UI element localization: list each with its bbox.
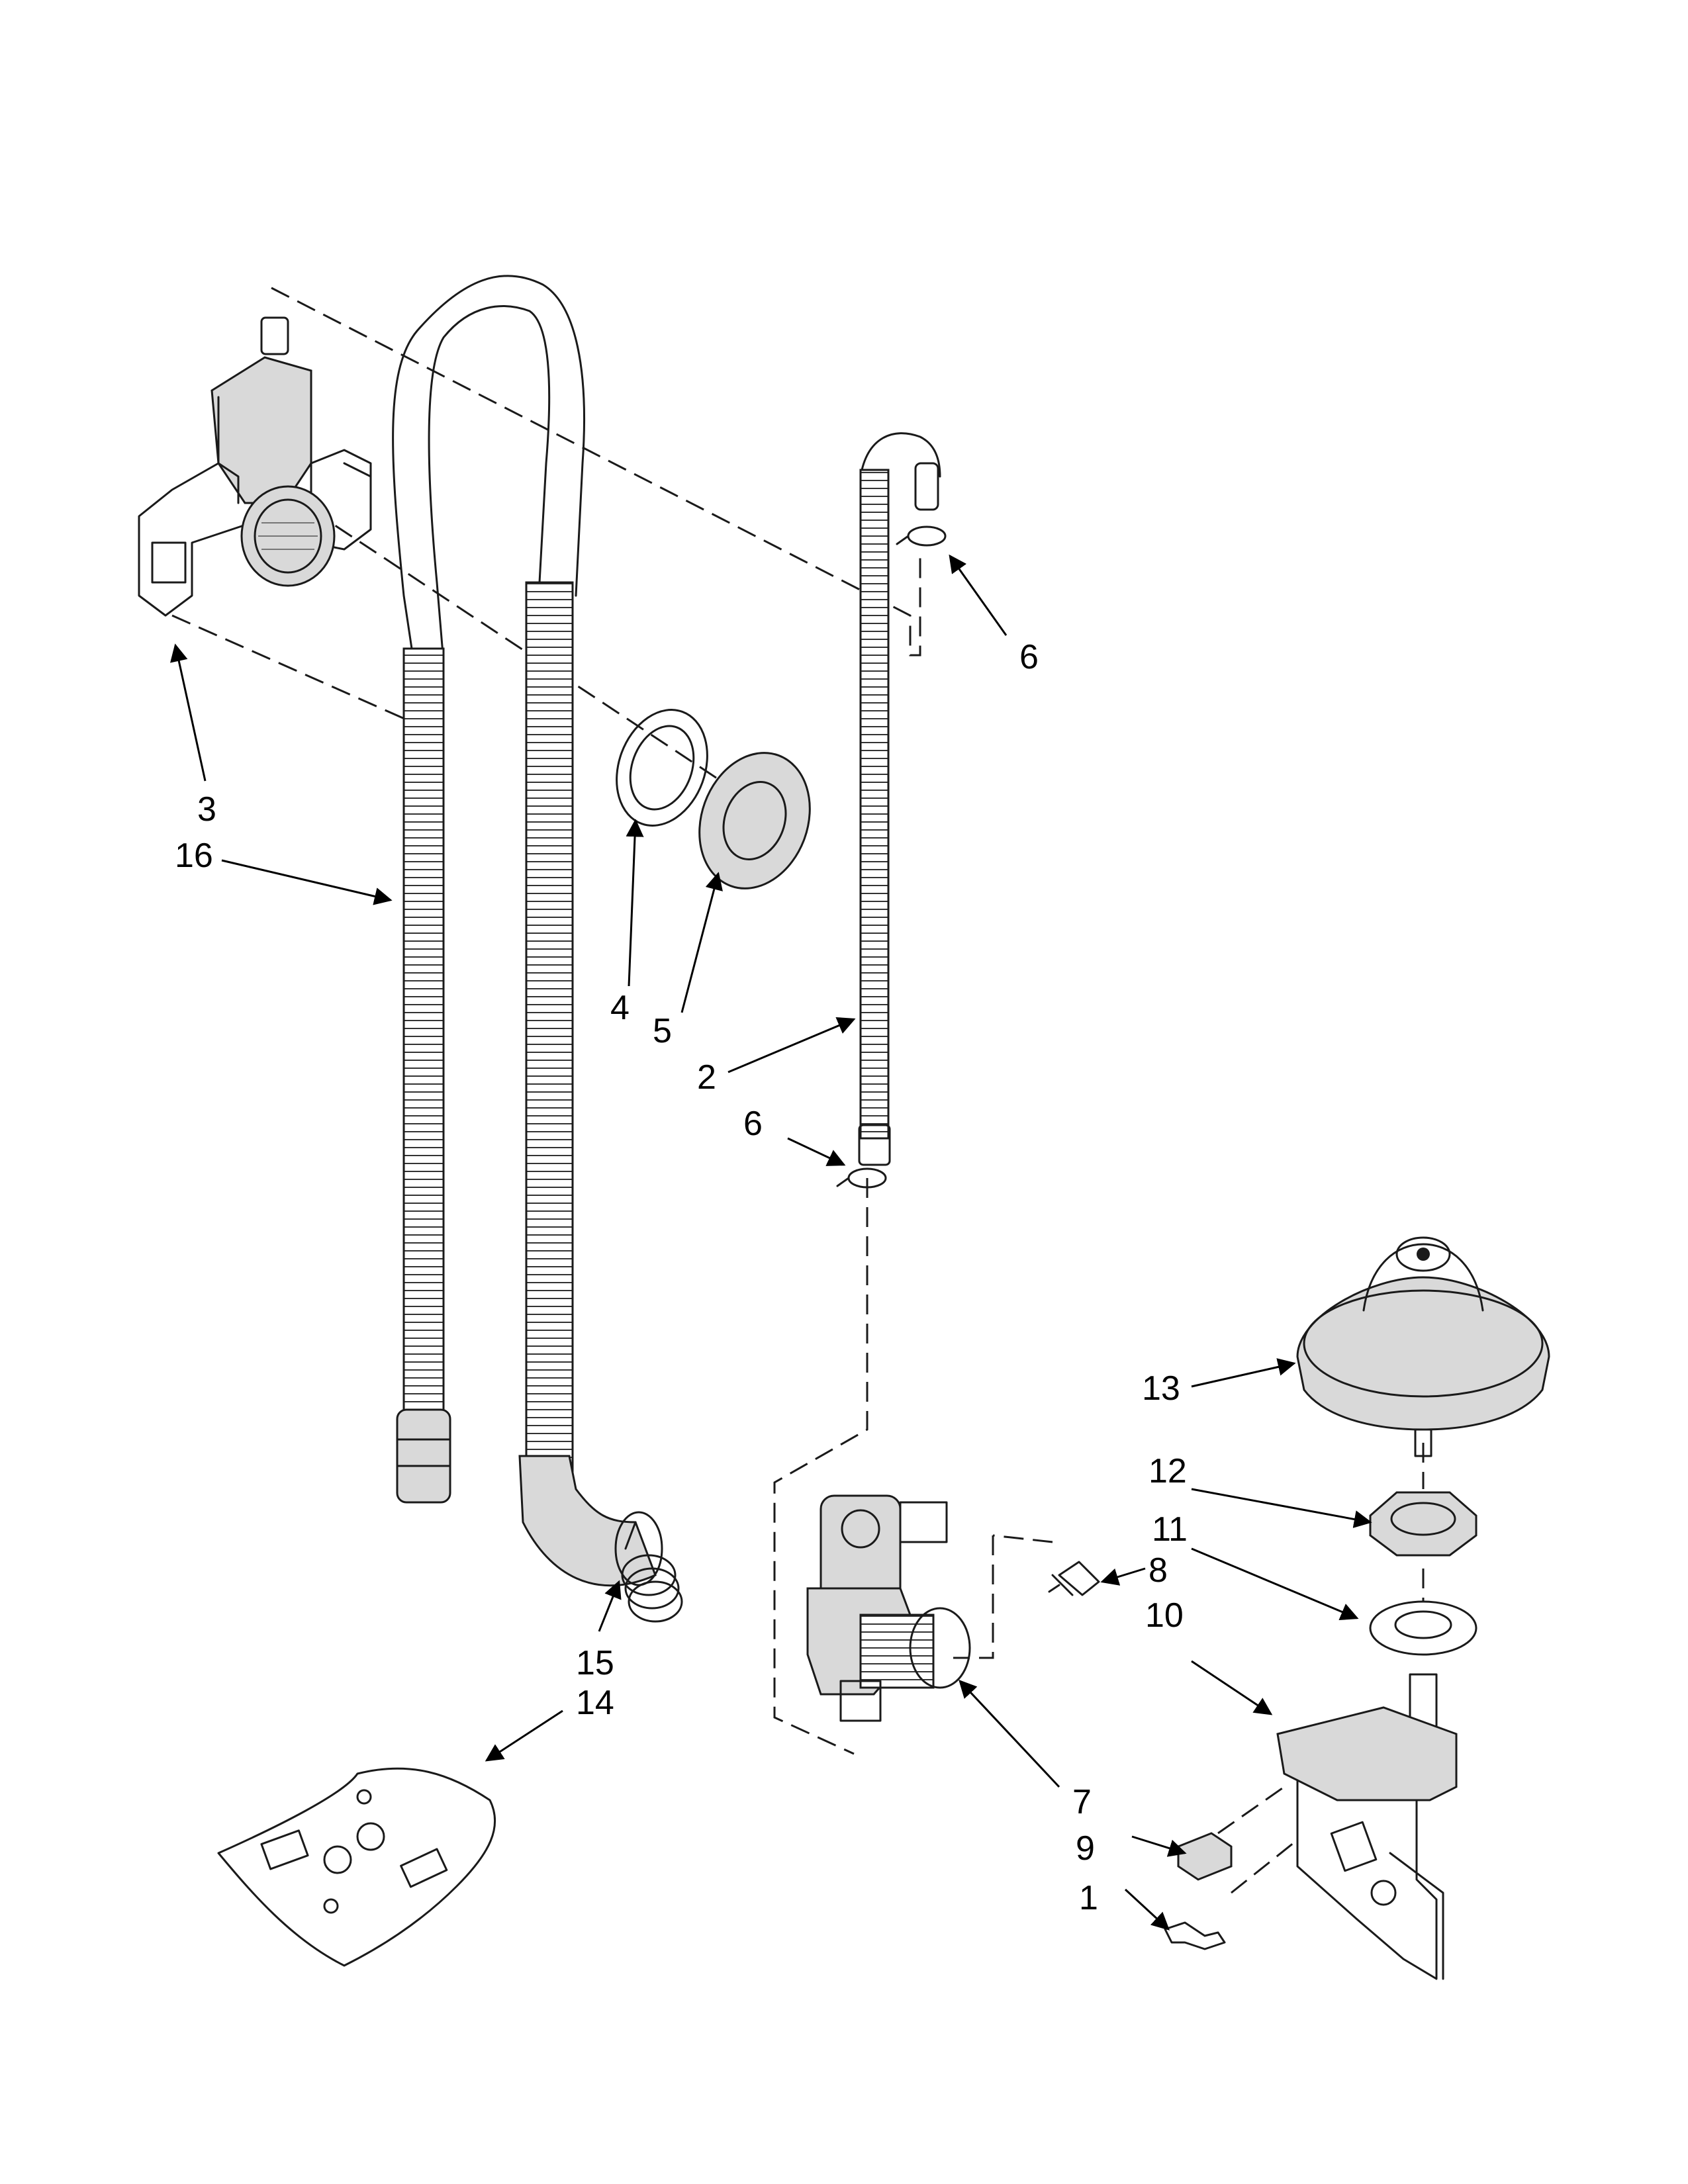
screw-part-8 [1048, 1561, 1100, 1596]
nut-part-5 [698, 752, 811, 889]
callout-6-mid: 6 [743, 1105, 763, 1143]
callout-1: 1 [1079, 1879, 1098, 1917]
callout-15: 15 [576, 1644, 614, 1682]
hose-clamp-part-6-bottom [836, 1167, 887, 1189]
callout-9: 9 [1076, 1829, 1095, 1868]
callout-3: 3 [197, 790, 216, 829]
switch-part-9 [1177, 1832, 1233, 1881]
clamp-part-15 [621, 1521, 683, 1623]
callout-14: 14 [576, 1684, 614, 1722]
callout-11: 11 [1152, 1510, 1188, 1549]
callout-12: 12 [1149, 1452, 1187, 1490]
callout-10: 10 [1145, 1596, 1184, 1635]
callout-5: 5 [653, 1012, 672, 1050]
float-part-13 [1296, 1236, 1550, 1457]
callout-16: 16 [175, 837, 213, 875]
nut-part-12 [1369, 1491, 1477, 1557]
clip-part-1 [1164, 1921, 1226, 1950]
hardware-bag-part-14 [217, 1767, 496, 1967]
air-gap-bracket-part-3 [138, 316, 372, 617]
hose-clamp-part-6-top [896, 525, 947, 547]
callout-4: 4 [610, 989, 630, 1027]
float-switch-bracket-part-10 [1276, 1673, 1458, 1980]
callout-2: 2 [697, 1058, 716, 1097]
water-valve-part-7 [806, 1494, 971, 1722]
drain-hose-part-16 [392, 275, 663, 1587]
callout-13: 13 [1142, 1369, 1180, 1408]
callout-8: 8 [1149, 1551, 1168, 1590]
leader-arrows [170, 554, 1372, 1931]
callout-labels: 3 16 4 5 2 6 6 13 12 11 8 10 7 9 1 15 14 [175, 638, 1188, 1917]
fill-hose-part-2 [858, 432, 941, 1166]
assembly-lines [171, 287, 1425, 1894]
callout-7: 7 [1072, 1783, 1092, 1821]
washer-part-11 [1369, 1600, 1477, 1656]
callout-6-top: 6 [1019, 638, 1039, 676]
